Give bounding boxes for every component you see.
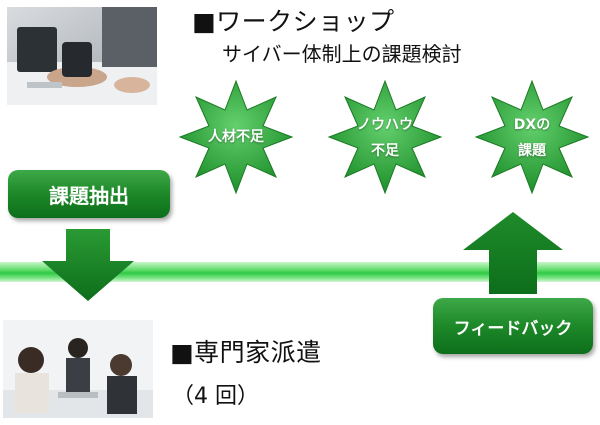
experts-count: （4 回） [172, 384, 259, 409]
challenge-star-1: 人材不足 [176, 77, 296, 197]
up-arrow-icon [463, 212, 563, 298]
challenge-line: ノウハウ [357, 117, 413, 133]
challenge-line: 人材不足 [208, 129, 264, 145]
experts-photo [3, 320, 153, 418]
burst-shape-icon [327, 79, 443, 195]
extract-button: 課題抽出 [8, 170, 170, 218]
experts-title: ■専門家派遣 [170, 338, 322, 367]
challenge-line: 不足 [371, 143, 399, 159]
workshop-photo [7, 7, 157, 105]
challenge-star-2: ノウハウ 不足 [325, 77, 445, 197]
workshop-title: ■ワークショップ [192, 7, 395, 36]
timeline-band [0, 262, 600, 282]
challenge-line: 課題 [518, 143, 546, 159]
workshop-subtitle: サイバー体制上の課題検討 [222, 42, 462, 66]
feedback-button: フィードバック [433, 298, 593, 354]
challenge-star-3: DXの 課題 [472, 77, 592, 197]
challenge-line: DXの [513, 117, 551, 133]
burst-shape-icon [474, 79, 590, 195]
down-arrow-icon [42, 229, 134, 305]
burst-shape-icon [178, 79, 294, 195]
